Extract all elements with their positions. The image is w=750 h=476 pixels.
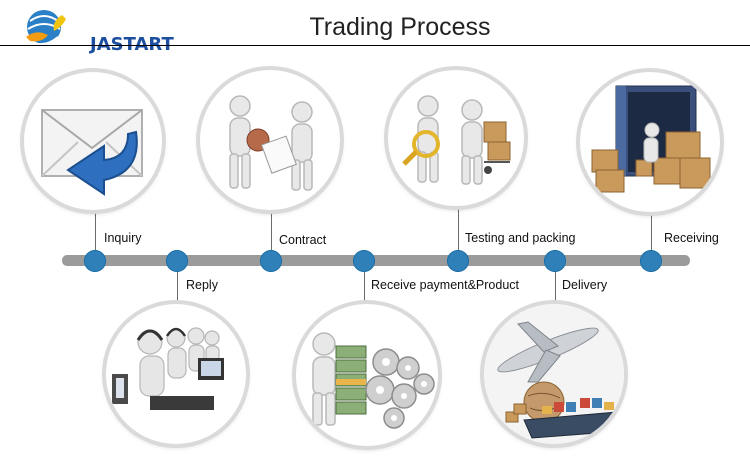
stem-delivery <box>555 266 556 306</box>
globe-hands-icon <box>26 10 66 46</box>
timeline-dot-contract[interactable] <box>260 250 282 272</box>
step-label-delivery: Delivery <box>562 278 608 292</box>
stem-reply <box>177 266 178 306</box>
stem-payment <box>364 266 365 306</box>
header-divider <box>0 45 750 46</box>
brand-name: JASTART <box>90 34 174 55</box>
stem-inquiry <box>95 208 96 258</box>
contract-illustration <box>200 70 340 210</box>
stem-testing <box>458 200 459 258</box>
step-label-receiving: Receiving <box>664 231 719 245</box>
header: JASTART Trading Process <box>0 0 750 55</box>
step-label-contract: Contract <box>279 233 327 247</box>
ship-icon <box>523 398 619 439</box>
stem-receiving <box>651 200 652 258</box>
timeline-dot-inquiry[interactable] <box>84 250 106 272</box>
stem-contract <box>271 208 272 258</box>
delivery-illustration <box>484 304 624 444</box>
process-timeline <box>62 255 690 266</box>
receiving-illustration <box>580 72 720 212</box>
timeline-dot-payment[interactable] <box>353 250 375 272</box>
step-label-testing: Testing and packing <box>465 231 576 245</box>
timeline-dot-testing[interactable] <box>447 250 469 272</box>
step-label-inquiry: Inquiry <box>104 231 142 245</box>
timeline-dot-receiving[interactable] <box>640 250 662 272</box>
testing-packing-illustration <box>388 70 524 206</box>
inquiry-illustration <box>24 72 162 210</box>
airplane-icon <box>497 321 599 383</box>
step-label-reply: Reply <box>186 278 218 292</box>
brand-logo[interactable]: JASTART <box>22 7 174 55</box>
page-title: Trading Process <box>309 13 491 41</box>
timeline-dot-delivery[interactable] <box>544 250 566 272</box>
payment-product-illustration <box>296 304 438 446</box>
reply-illustration <box>106 304 246 444</box>
timeline-dot-reply[interactable] <box>166 250 188 272</box>
reply-arrow-icon <box>66 130 138 196</box>
step-label-payment: Receive payment&Product <box>371 278 519 292</box>
